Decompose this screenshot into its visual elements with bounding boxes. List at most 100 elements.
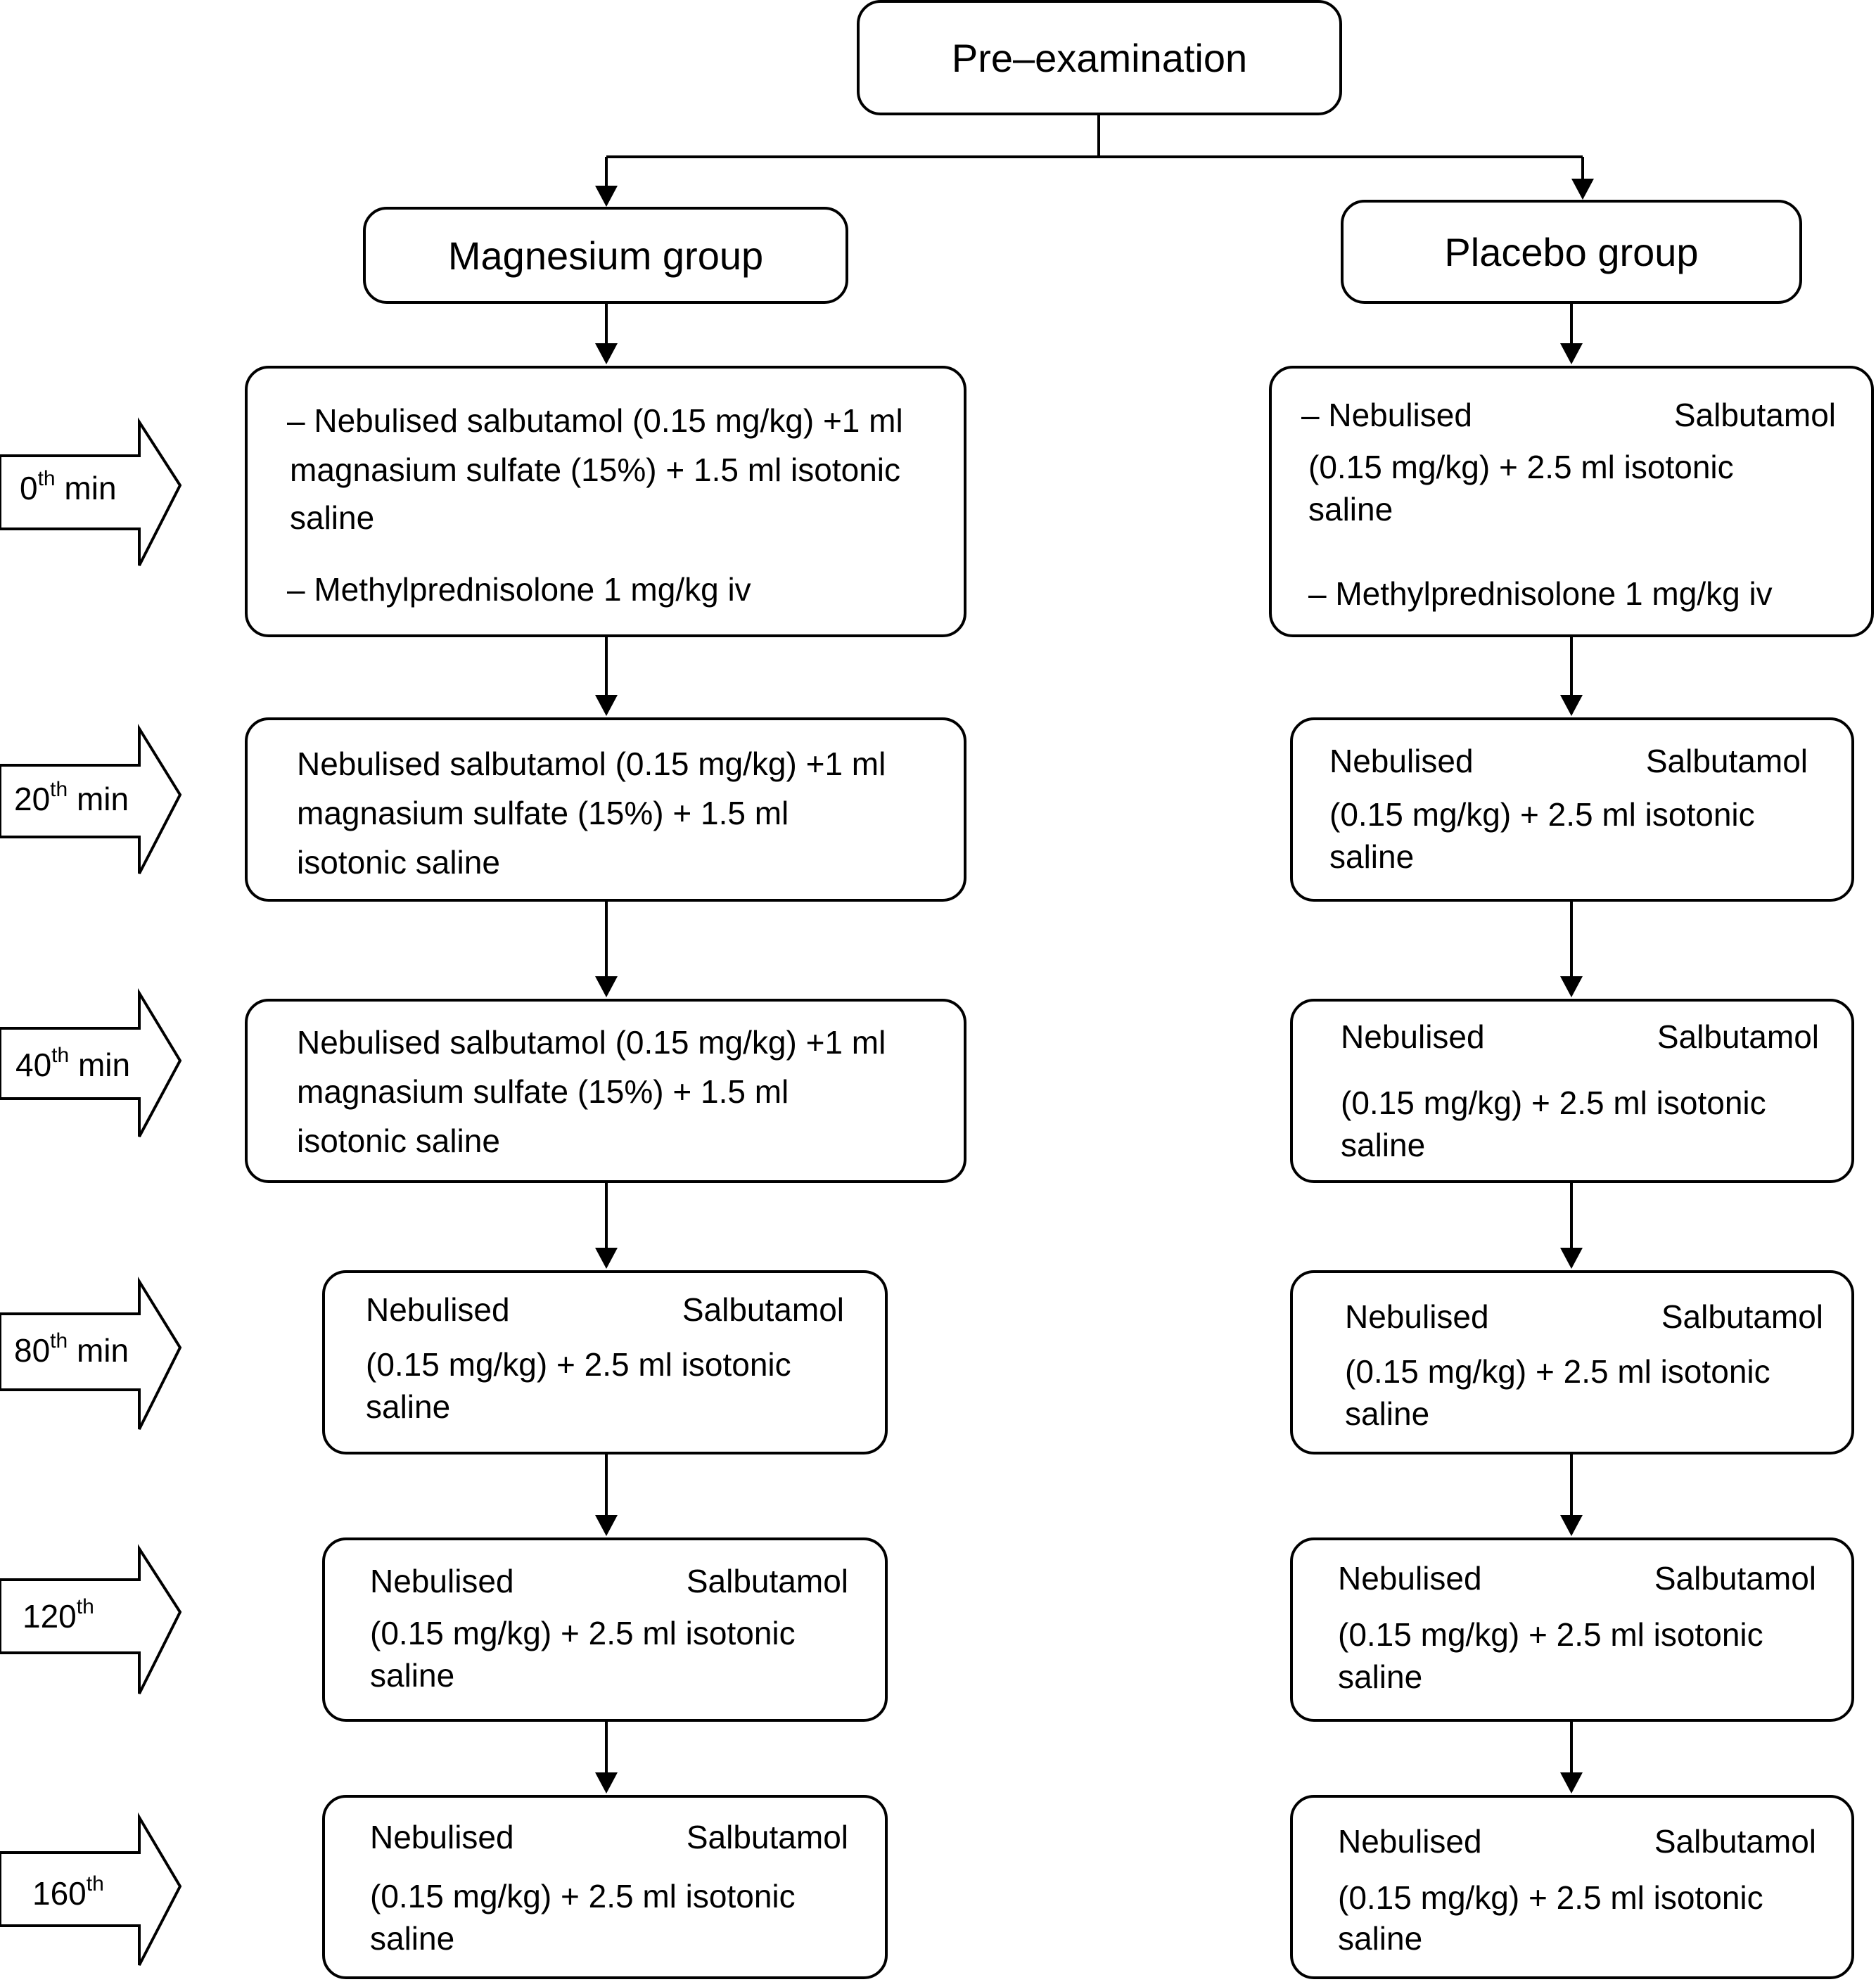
step-text-line: – Methylprednisolone 1 mg/kg iv xyxy=(1308,575,1773,612)
magnesium-step-160min: Nebulised Salbutamol (0.15 mg/kg) + 2.5 … xyxy=(322,1795,888,1979)
arrowhead-icon xyxy=(1560,1515,1583,1536)
timepoint-label-0: 0th min xyxy=(20,467,117,513)
step-text-line: (0.15 mg/kg) + 2.5 ml isotonic xyxy=(366,1346,791,1383)
step-word: Nebulised xyxy=(370,1819,514,1855)
timepoint-unit: min xyxy=(69,1047,131,1083)
step-text-line: saline xyxy=(1308,491,1393,528)
arrowhead-icon xyxy=(1560,1248,1583,1269)
step-text-line: Nebulised Salbutamol xyxy=(370,1817,848,1857)
step-word: Nebulised xyxy=(366,1291,510,1328)
step-text-line: isotonic saline xyxy=(297,1123,500,1159)
timepoint-arrow-icon xyxy=(0,1812,182,1966)
arrowhead-icon xyxy=(1571,179,1594,200)
step-text-line: Nebulised Salbutamol xyxy=(1338,1822,1816,1861)
placebo-step-0min: – Nebulised Salbutamol (0.15 mg/kg) + 2.… xyxy=(1269,366,1874,637)
step-word: Salbutamol xyxy=(686,1563,848,1599)
magnesium-group-box: Magnesium group xyxy=(363,207,848,304)
step-word: – Nebulised xyxy=(1301,397,1472,433)
step-text-line: saline xyxy=(1338,1920,1423,1957)
placebo-group-label: Placebo group xyxy=(1444,229,1699,274)
arrowhead-icon xyxy=(595,343,618,364)
timepoint-arrow-icon xyxy=(0,723,182,874)
step-text-line: Nebulised Salbutamol xyxy=(1341,1017,1819,1056)
step-text-line: – Methylprednisolone 1 mg/kg iv xyxy=(287,571,751,608)
timepoint-label-40: 40th min xyxy=(15,1044,131,1089)
timepoint-arrow-icon xyxy=(0,1544,182,1694)
timepoint-ordinal: th xyxy=(50,1329,68,1353)
arrowhead-icon xyxy=(595,1772,618,1794)
step-word: Nebulised xyxy=(1338,1823,1482,1860)
timepoint-arrow-icon xyxy=(0,417,182,566)
timepoint-unit: min xyxy=(68,781,129,817)
step-word: Salbutamol xyxy=(1661,1298,1823,1335)
timepoint-number: 160 xyxy=(32,1875,87,1912)
timepoint-number: 80 xyxy=(14,1332,51,1369)
timepoint-unit: min xyxy=(55,470,117,506)
arrowhead-icon xyxy=(1560,695,1583,716)
step-text-line: Nebulised Salbutamol xyxy=(366,1290,844,1329)
timepoint-number: 120 xyxy=(23,1598,77,1635)
step-text-line: (0.15 mg/kg) + 2.5 ml isotonic xyxy=(1329,796,1755,833)
placebo-step-80min: Nebulised Salbutamol (0.15 mg/kg) + 2.5 … xyxy=(1290,1270,1854,1454)
step-text-line: Nebulised salbutamol (0.15 mg/kg) +1 ml xyxy=(297,1024,886,1061)
step-text-line: (0.15 mg/kg) + 2.5 ml isotonic xyxy=(1308,449,1734,485)
step-word: Nebulised xyxy=(1329,743,1474,779)
step-word: Salbutamol xyxy=(1654,1823,1816,1860)
step-word: Salbutamol xyxy=(686,1819,848,1855)
timepoint-label-120: 120th xyxy=(23,1595,94,1641)
step-text-line: – Nebulised salbutamol (0.15 mg/kg) +1 m… xyxy=(287,402,903,439)
magnesium-step-40min: Nebulised salbutamol (0.15 mg/kg) +1 ml … xyxy=(245,999,966,1183)
timepoint-ordinal: th xyxy=(50,778,68,801)
timepoint-label-80: 80th min xyxy=(14,1329,129,1375)
arrowhead-icon xyxy=(1560,1772,1583,1794)
step-text-line: Nebulised Salbutamol xyxy=(1329,741,1808,781)
timepoint-ordinal: th xyxy=(51,1044,70,1067)
step-word: Nebulised xyxy=(370,1563,514,1599)
step-text-line: saline xyxy=(1338,1658,1423,1695)
step-text-line: (0.15 mg/kg) + 2.5 ml isotonic xyxy=(1341,1085,1766,1121)
step-text-line: saline xyxy=(366,1388,451,1425)
step-text-line: Nebulised salbutamol (0.15 mg/kg) +1 ml xyxy=(297,746,886,782)
timepoint-unit: min xyxy=(68,1332,129,1369)
timepoint-number: 0 xyxy=(20,470,38,506)
step-text-line: (0.15 mg/kg) + 2.5 ml isotonic xyxy=(1338,1616,1763,1653)
step-text-line: saline xyxy=(370,1657,455,1694)
step-text-line: saline xyxy=(1341,1127,1426,1163)
magnesium-step-120min: Nebulised Salbutamol (0.15 mg/kg) + 2.5 … xyxy=(322,1537,888,1722)
placebo-step-20min: Nebulised Salbutamol (0.15 mg/kg) + 2.5 … xyxy=(1290,717,1854,902)
pre-examination-box: Pre–examination xyxy=(857,0,1342,115)
timepoint-arrow-icon xyxy=(0,1276,182,1430)
arrowhead-icon xyxy=(595,186,618,207)
step-text-line: magnasium sulfate (15%) + 1.5 ml xyxy=(297,795,789,831)
step-text-line: saline xyxy=(370,1920,455,1957)
step-text-line: (0.15 mg/kg) + 2.5 ml isotonic xyxy=(370,1878,796,1914)
step-text-line: Nebulised Salbutamol xyxy=(1345,1297,1823,1336)
timepoint-ordinal: th xyxy=(37,467,56,490)
step-text-line: saline xyxy=(1345,1395,1430,1432)
step-text-line: magnasium sulfate (15%) + 1.5 ml isotoni… xyxy=(290,452,901,488)
magnesium-step-20min: Nebulised salbutamol (0.15 mg/kg) +1 ml … xyxy=(245,717,966,902)
step-text-line: saline xyxy=(290,499,375,536)
step-text-line: saline xyxy=(1329,838,1415,875)
placebo-step-160min: Nebulised Salbutamol (0.15 mg/kg) + 2.5 … xyxy=(1290,1795,1854,1979)
magnesium-step-0min: – Nebulised salbutamol (0.15 mg/kg) +1 m… xyxy=(245,366,966,637)
arrowhead-icon xyxy=(595,976,618,997)
timepoint-number: 20 xyxy=(14,781,51,817)
step-text-line: Nebulised Salbutamol xyxy=(370,1561,848,1601)
arrowhead-icon xyxy=(595,695,618,716)
step-text-line: Nebulised Salbutamol xyxy=(1338,1559,1816,1598)
step-word: Salbutamol xyxy=(1673,397,1836,433)
step-word: Nebulised xyxy=(1341,1018,1485,1055)
step-word: Salbutamol xyxy=(1657,1018,1819,1055)
placebo-step-120min: Nebulised Salbutamol (0.15 mg/kg) + 2.5 … xyxy=(1290,1537,1854,1722)
step-word: Nebulised xyxy=(1338,1560,1482,1597)
placebo-group-box: Placebo group xyxy=(1341,200,1802,304)
timepoint-label-20: 20th min xyxy=(14,778,129,824)
arrowhead-icon xyxy=(1560,343,1583,364)
timepoint-arrow-icon xyxy=(0,987,182,1137)
placebo-step-40min: Nebulised Salbutamol (0.15 mg/kg) + 2.5 … xyxy=(1290,999,1854,1183)
timepoint-ordinal: th xyxy=(76,1595,94,1618)
step-word: Nebulised xyxy=(1345,1298,1489,1335)
timepoint-number: 40 xyxy=(15,1047,52,1083)
